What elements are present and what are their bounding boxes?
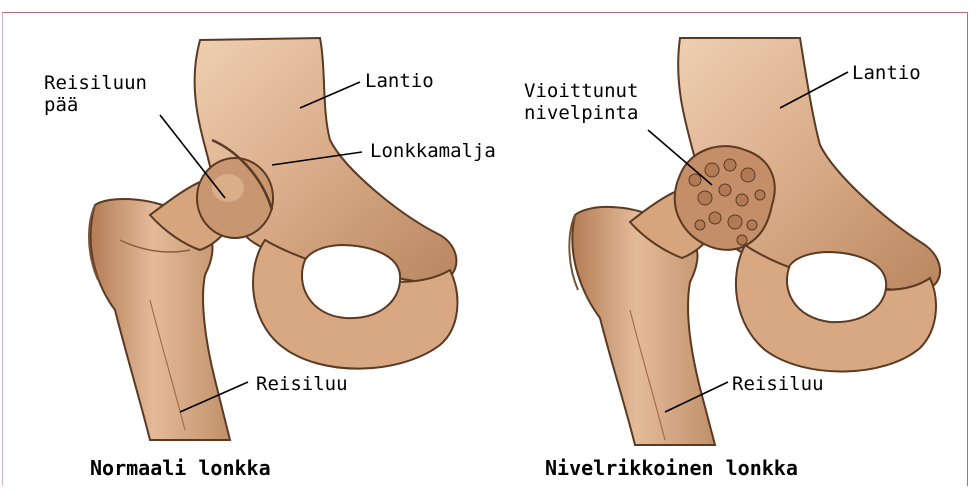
label-worn-surface-line1: Vioittunut <box>524 80 638 102</box>
label-femur: Reisiluu <box>256 373 348 395</box>
label-pelvis-right: Lantio <box>852 62 921 84</box>
caption-normal-hip: Normaali lonkka <box>90 456 271 480</box>
label-acetabulum: Lonkkamalja <box>370 140 496 162</box>
label-femoral-head-line1: Reisiluun <box>44 72 147 94</box>
label-femur-right: Reisiluu <box>732 373 824 395</box>
obturator-foramen <box>302 245 400 318</box>
caption-arthritic-hip: Nivelrikkoinen lonkka <box>545 456 798 480</box>
label-pelvis: Lantio <box>365 70 434 92</box>
label-worn-surface-line2: nivelpinta <box>524 102 638 124</box>
obturator-foramen-right <box>787 252 886 322</box>
label-femoral-head-line2: pää <box>44 94 78 116</box>
